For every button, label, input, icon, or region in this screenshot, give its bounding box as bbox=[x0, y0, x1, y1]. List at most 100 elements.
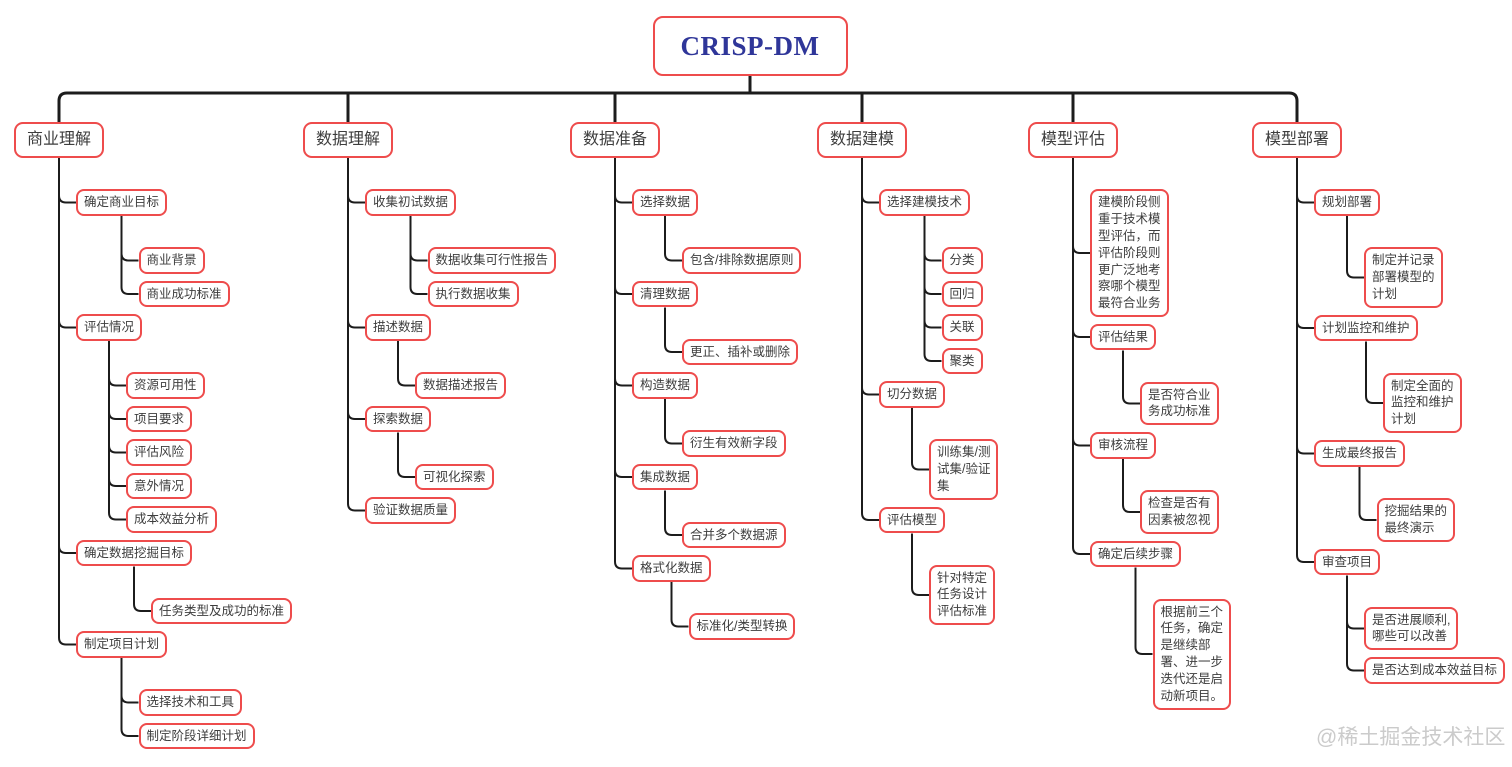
topic-node[interactable]: 切分数据 bbox=[879, 381, 946, 408]
topic-node[interactable]: 数据描述报告 bbox=[415, 372, 507, 399]
branch-node[interactable]: 模型评估 bbox=[1028, 122, 1119, 159]
topic-node[interactable]: 是否进展顺利, 哪些可以改善 bbox=[1364, 606, 1459, 651]
connector-line bbox=[670, 582, 689, 628]
watermark: @稀土掘金技术社区 bbox=[1316, 726, 1506, 749]
topic-node[interactable]: 任务类型及成功的标准 bbox=[151, 597, 293, 625]
topic-node[interactable]: 确定商业目标 bbox=[76, 189, 168, 216]
topic-node[interactable]: 制定全面的 监控和维护 计划 bbox=[1383, 372, 1462, 434]
branch-node[interactable]: 商业理解 bbox=[14, 122, 105, 159]
topic-node[interactable]: 聚类 bbox=[941, 347, 983, 375]
connector-line bbox=[120, 658, 139, 704]
topic-node[interactable]: 成本效益分析 bbox=[126, 506, 218, 533]
topic-node[interactable]: 回归 bbox=[941, 280, 983, 308]
connector-line bbox=[347, 158, 365, 204]
topic-node[interactable]: 根据前三个 任务，确定 是继续部 署、进一步 迭代还是启 动新项目。 bbox=[1152, 598, 1232, 710]
connector-line bbox=[861, 158, 879, 204]
connector-line bbox=[1072, 158, 1090, 555]
connector-line bbox=[1134, 567, 1153, 655]
connector-line bbox=[1358, 467, 1377, 521]
topic-node[interactable]: 意外情况 bbox=[126, 472, 193, 500]
topic-node[interactable]: 建模阶段侧 重于技术模 型评估，而 评估阶段则 更广泛地考 察哪个模型 最符合业… bbox=[1090, 189, 1169, 318]
topic-node[interactable]: 集成数据 bbox=[632, 463, 699, 491]
connector-line bbox=[347, 158, 365, 329]
connector-line bbox=[614, 158, 632, 295]
topic-node[interactable]: 评估风险 bbox=[126, 439, 193, 466]
topic-node[interactable]: 选择建模技术 bbox=[879, 189, 971, 216]
connector-line bbox=[1072, 158, 1090, 338]
connector-line bbox=[58, 158, 76, 554]
topic-node[interactable]: 可视化探索 bbox=[415, 463, 494, 491]
topic-node[interactable]: 项目要求 bbox=[126, 405, 193, 433]
topic-node[interactable]: 探索数据 bbox=[365, 405, 432, 433]
topic-node[interactable]: 更正、插补或删除 bbox=[682, 338, 799, 366]
topic-node[interactable]: 合并多个数据源 bbox=[682, 521, 786, 549]
topic-node[interactable]: 是否符合业 务成功标准 bbox=[1140, 381, 1219, 426]
topic-node[interactable]: 生成最终报告 bbox=[1314, 440, 1406, 467]
branch-node[interactable]: 数据准备 bbox=[570, 122, 661, 159]
topic-node[interactable]: 针对特定 任务设计 评估标准 bbox=[929, 564, 996, 626]
topic-node[interactable]: 制定并记录 部署模型的 计划 bbox=[1364, 247, 1443, 308]
topic-node[interactable]: 包含/排除数据原则 bbox=[682, 247, 802, 274]
topic-node[interactable]: 确定数据挖掘目标 bbox=[76, 539, 193, 567]
topic-node[interactable]: 规划部署 bbox=[1314, 189, 1381, 216]
connector-line bbox=[664, 216, 682, 262]
topic-node[interactable]: 训练集/测 试集/验证 集 bbox=[929, 439, 999, 500]
topic-node[interactable]: 评估结果 bbox=[1090, 323, 1157, 351]
topic-node[interactable]: 检查是否有 因素被忽视 bbox=[1140, 490, 1219, 534]
topic-node[interactable]: 选择技术和工具 bbox=[138, 689, 243, 716]
connector-line bbox=[58, 158, 76, 204]
topic-node[interactable]: 数据收集可行性报告 bbox=[427, 247, 557, 274]
topic-node[interactable]: 商业成功标准 bbox=[138, 280, 230, 308]
connector-line bbox=[1296, 158, 1314, 563]
topic-node[interactable]: 商业背景 bbox=[138, 247, 205, 274]
connector-line bbox=[1346, 575, 1364, 630]
topic-node[interactable]: 格式化数据 bbox=[632, 555, 711, 582]
connector-line bbox=[1072, 158, 1090, 447]
connector-line bbox=[108, 341, 126, 487]
connector-line bbox=[1072, 158, 1090, 254]
connector-line bbox=[664, 399, 682, 445]
topic-node[interactable]: 制定阶段详细计划 bbox=[138, 722, 255, 750]
topic-node[interactable]: 确定后续步骤 bbox=[1090, 540, 1182, 568]
topic-node[interactable]: 制定项目计划 bbox=[76, 631, 168, 658]
topic-node[interactable]: 评估模型 bbox=[879, 506, 946, 534]
connector-line bbox=[1346, 216, 1364, 279]
connector-line bbox=[861, 158, 879, 396]
topic-node[interactable]: 分类 bbox=[941, 247, 983, 274]
connector-line bbox=[923, 216, 942, 295]
topic-node[interactable]: 验证数据质量 bbox=[365, 497, 457, 524]
topic-node[interactable]: 标准化/类型转换 bbox=[688, 613, 796, 640]
topic-node[interactable]: 描述数据 bbox=[365, 314, 432, 341]
branch-node[interactable]: 模型部署 bbox=[1252, 122, 1343, 159]
topic-node[interactable]: 衍生有效新字段 bbox=[682, 430, 786, 457]
topic-node[interactable]: 资源可用性 bbox=[126, 372, 205, 399]
connector-line bbox=[614, 158, 632, 478]
topic-node[interactable]: 审核流程 bbox=[1090, 432, 1157, 459]
topic-node[interactable]: 收集初试数据 bbox=[365, 189, 457, 216]
topic-node[interactable]: 构造数据 bbox=[632, 372, 699, 399]
connector-line bbox=[120, 658, 139, 737]
connector-line bbox=[108, 341, 126, 420]
connector-line bbox=[614, 158, 632, 204]
topic-node[interactable]: 计划监控和维护 bbox=[1314, 314, 1418, 342]
connector-line bbox=[1122, 350, 1140, 405]
branch-node[interactable]: 数据理解 bbox=[303, 122, 394, 159]
topic-node[interactable]: 执行数据收集 bbox=[427, 280, 519, 308]
topic-node[interactable]: 挖掘结果的 最终演示 bbox=[1376, 498, 1456, 542]
connector-line bbox=[664, 490, 682, 536]
topic-node[interactable]: 评估情况 bbox=[76, 314, 143, 341]
topic-node[interactable]: 清理数据 bbox=[632, 280, 699, 308]
connector-line bbox=[57, 91, 1299, 122]
topic-node[interactable]: 选择数据 bbox=[632, 189, 699, 216]
connector-line bbox=[1296, 158, 1314, 329]
connector-line bbox=[347, 158, 365, 512]
connector-line bbox=[861, 158, 879, 521]
topic-node[interactable]: 审查项目 bbox=[1314, 548, 1381, 576]
root-node[interactable]: CRISP-DM bbox=[652, 16, 848, 77]
topic-node[interactable]: 关联 bbox=[941, 314, 983, 341]
branch-node[interactable]: 数据建模 bbox=[817, 122, 908, 159]
topic-node[interactable]: 是否达到成本效益目标 bbox=[1364, 657, 1506, 684]
connector-line bbox=[133, 566, 151, 612]
connector-line bbox=[409, 216, 428, 262]
